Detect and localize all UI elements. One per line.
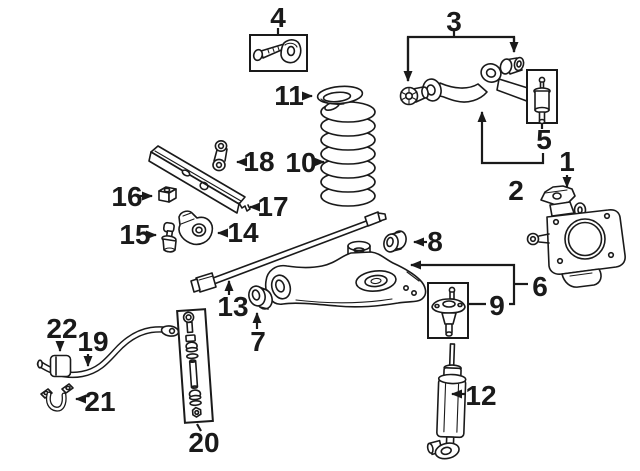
lower-arm-rear-bushing [383, 230, 407, 253]
shock-absorber [426, 343, 467, 460]
lower-ball-joint-kit-box [427, 282, 469, 339]
retainer-nut-block [158, 186, 177, 203]
callout-6[interactable]: 6 [532, 271, 548, 302]
front-pivot-bushing [399, 86, 429, 106]
callout-5[interactable]: 5 [536, 124, 552, 155]
stabilizer-bushing [49, 354, 72, 378]
callout-1[interactable]: 1 [559, 146, 575, 177]
callout-15[interactable]: 15 [119, 219, 150, 250]
spring-seat-insulator [316, 85, 364, 105]
link-assembly [212, 140, 228, 172]
stabilizer-link-kit-box [176, 308, 214, 424]
rear-pivot-bushing [499, 56, 525, 75]
callout-leaders [55, 28, 572, 432]
callout-18[interactable]: 18 [243, 146, 274, 177]
cam-bolt-kit-box [249, 34, 308, 72]
callout-12[interactable]: 12 [465, 380, 496, 411]
callout-14[interactable]: 14 [227, 217, 259, 248]
callout-10[interactable]: 10 [285, 147, 316, 178]
callout-22[interactable]: 22 [46, 313, 77, 344]
upper-control-arm [422, 63, 544, 103]
callout-2[interactable]: 2 [508, 175, 524, 206]
callout-7[interactable]: 7 [250, 326, 266, 357]
torsion-bar [190, 211, 387, 293]
callout-16[interactable]: 16 [111, 181, 142, 212]
stabilizer-bracket [40, 383, 74, 412]
callout-13[interactable]: 13 [217, 291, 248, 322]
callout-20[interactable]: 20 [188, 427, 219, 458]
callout-11[interactable]: 11 [274, 80, 304, 111]
coil-spring [320, 100, 376, 207]
leader-20 [196, 423, 202, 432]
torsion-adjusting-bolt [161, 221, 177, 253]
steering-knuckle [526, 185, 626, 288]
lower-control-arm [264, 240, 427, 308]
callout-9[interactable]: 9 [489, 290, 505, 321]
callout-8[interactable]: 8 [427, 226, 443, 257]
torsion-adjuster-arm [178, 210, 214, 246]
leader-2 [477, 111, 545, 165]
callout-4[interactable]: 4 [270, 2, 286, 33]
lower-arm-front-bushing [248, 285, 273, 310]
callout-21[interactable]: 21 [84, 386, 115, 417]
callout-17[interactable]: 17 [257, 191, 288, 222]
upper-ball-joint-kit-box [526, 69, 558, 125]
callout-19[interactable]: 19 [77, 326, 108, 357]
torsion-bar-support-crossmember [148, 145, 251, 214]
callout-3[interactable]: 3 [446, 6, 462, 37]
